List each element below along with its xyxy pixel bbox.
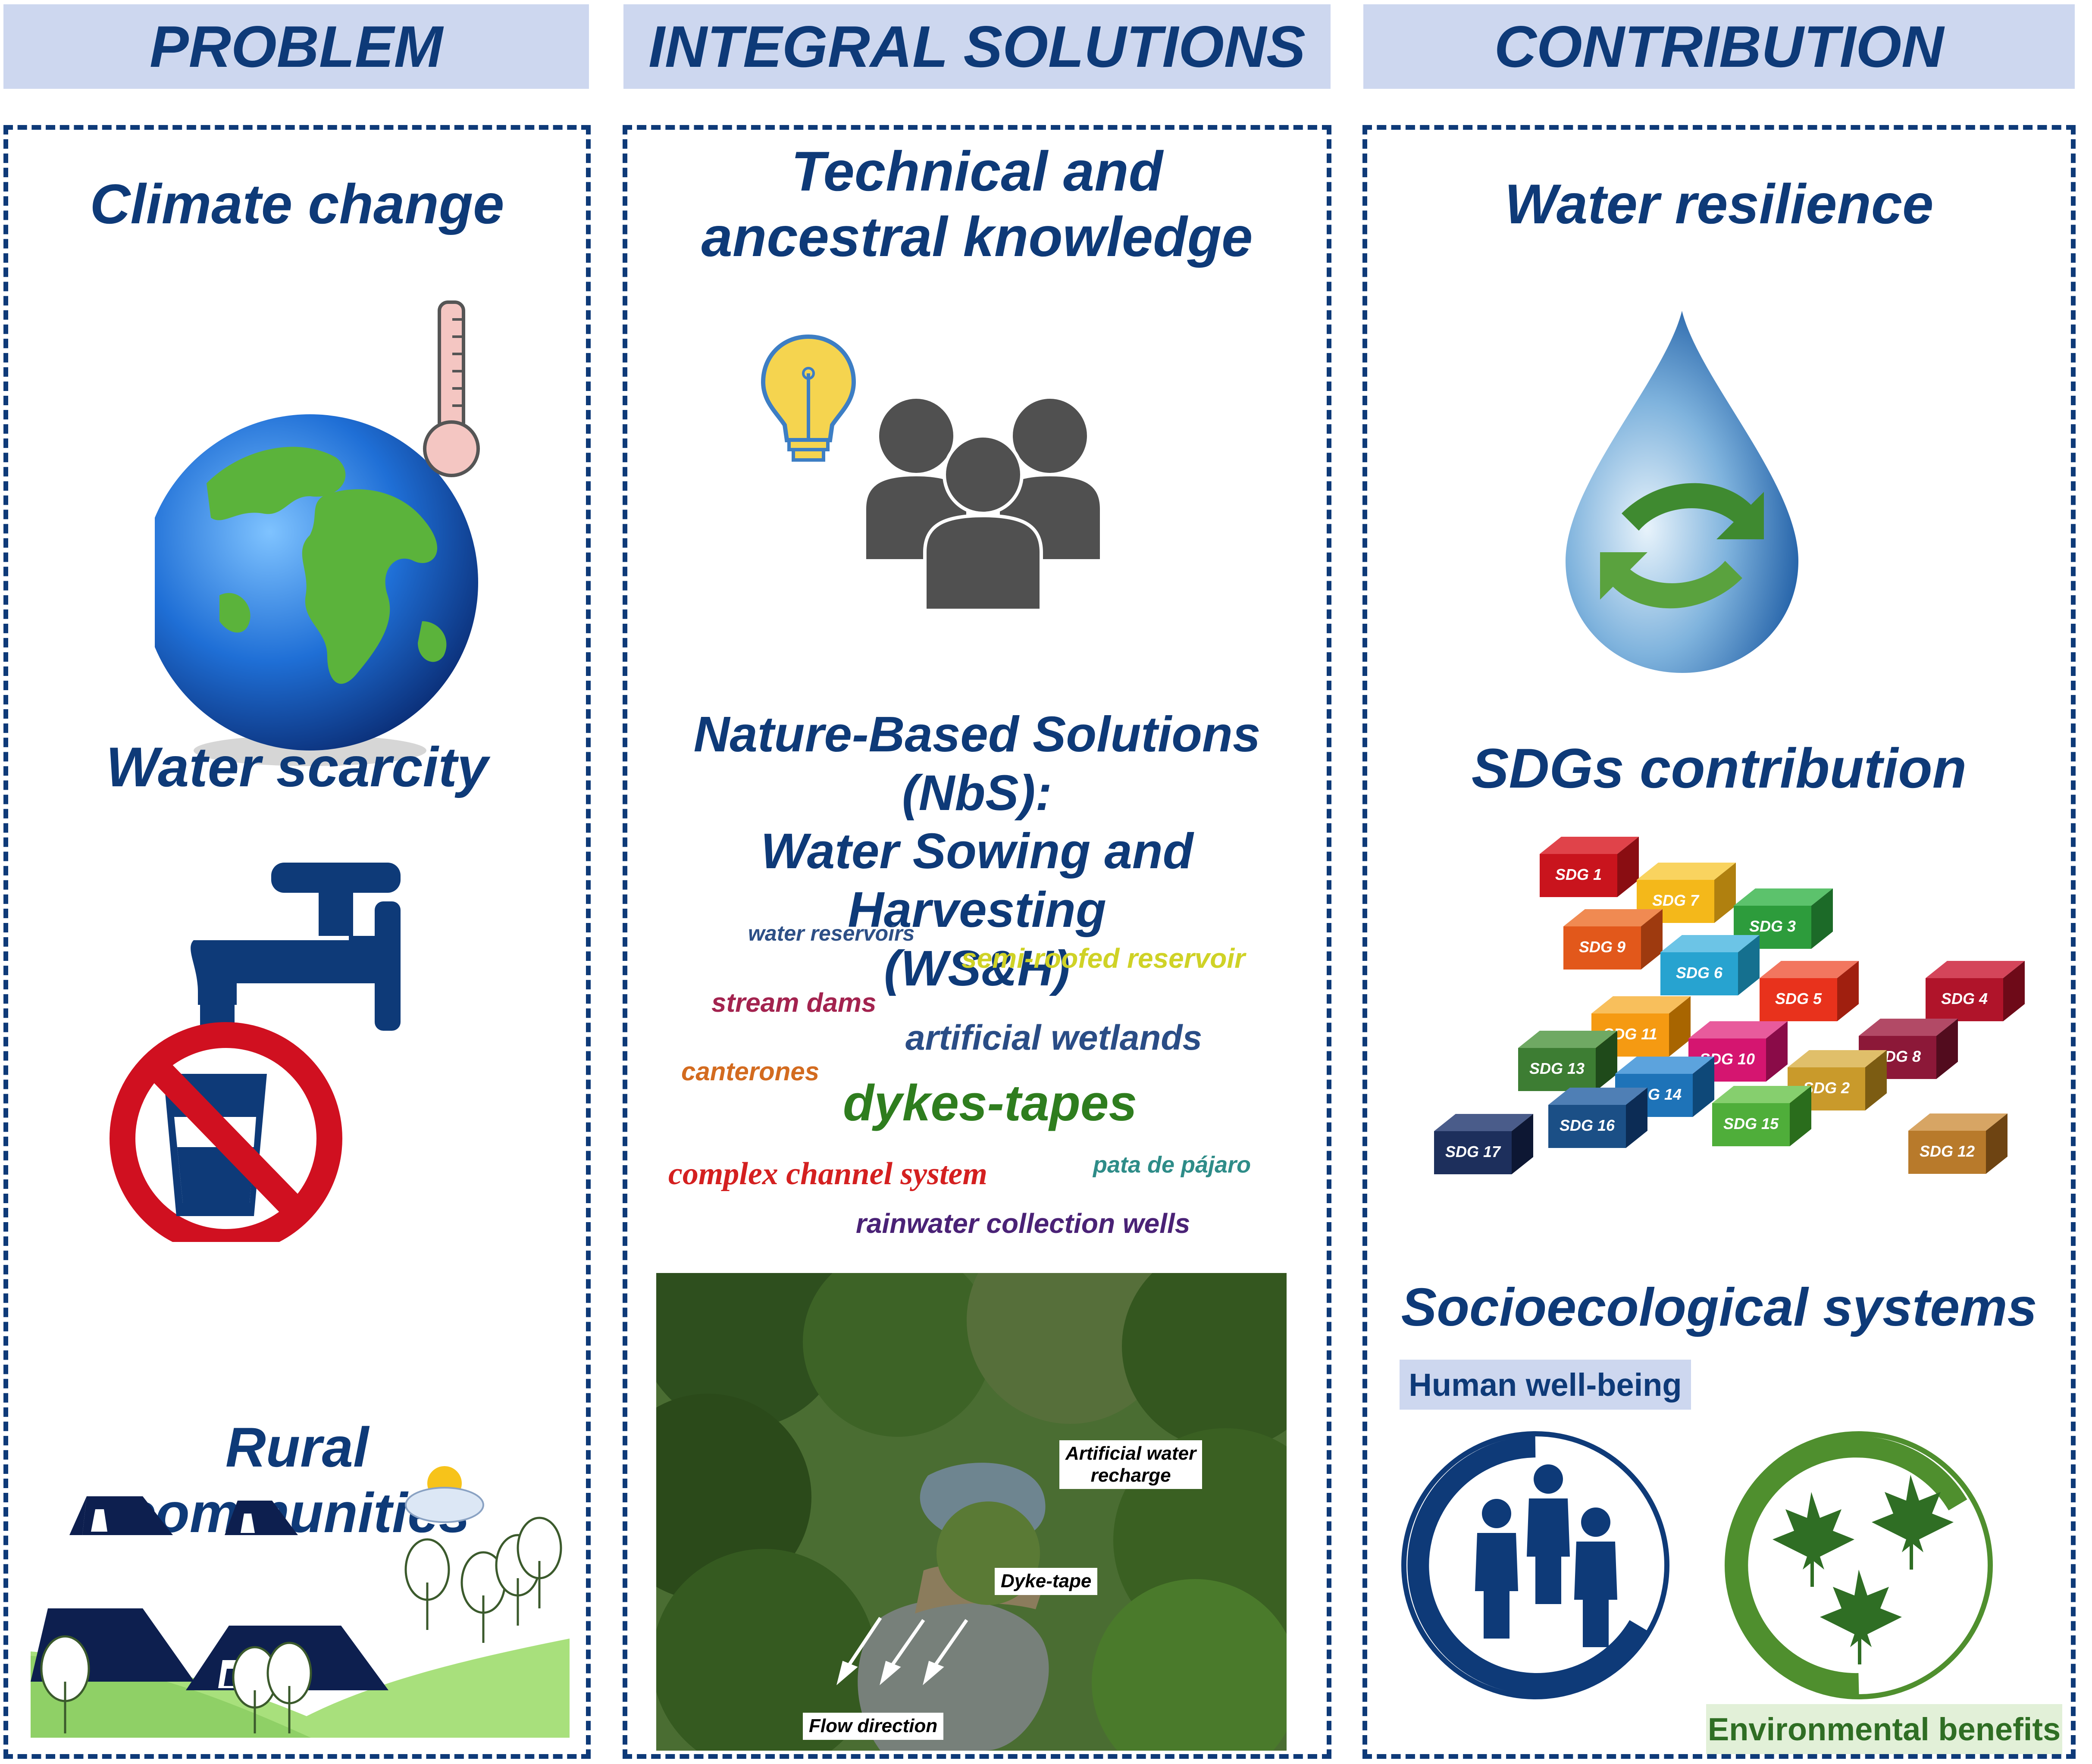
sdg-label-17: SDG 17 <box>1445 1143 1501 1160</box>
no-water-tap-icon <box>110 863 401 1242</box>
wordcloud-complex-channel-system: complex channel system <box>668 1156 987 1192</box>
people-group-icon <box>864 395 1103 612</box>
sdg-block-13: SDG 13 <box>1518 1031 1630 1098</box>
rural-landscape-illustration <box>31 1466 570 1738</box>
wordcloud-canterones: canterones <box>681 1057 820 1086</box>
sdg-label-1: SDG 1 <box>1555 866 1602 883</box>
sdg-label-15: SDG 15 <box>1723 1115 1779 1132</box>
sdg-block-3: SDG 3 <box>1734 888 1846 955</box>
solutions-panel: Technical and ancestral knowledge Nature… <box>623 125 1331 1759</box>
wordcloud-rainwater-collection-wells: rainwater collection wells <box>856 1208 1190 1239</box>
header-problem: PROBLEM <box>3 4 589 89</box>
recharge-line-2: recharge <box>1090 1464 1171 1486</box>
wordcloud-artificial-wetlands: artificial wetlands <box>905 1018 1203 1057</box>
rural-line-1: Rural <box>225 1416 369 1479</box>
environmental-benefits-icon <box>1725 1431 1993 1699</box>
header-contribution: CONTRIBUTION <box>1363 4 2075 89</box>
water-drop-recycle-icon <box>1566 311 1798 673</box>
sdg-label-4: SDG 4 <box>1941 990 1988 1007</box>
sdg-label-13: SDG 13 <box>1529 1060 1585 1077</box>
sdg-block-17: SDG 17 <box>1434 1114 1546 1181</box>
environmental-benefits-label: Environmental benefits <box>1706 1704 2062 1754</box>
wordcloud-dykes-tapes: dykes-tapes <box>843 1075 1137 1132</box>
water-scarcity-title: Water scarcity <box>106 735 489 798</box>
recharge-line-1: Artificial water <box>1065 1443 1196 1464</box>
nbs-title: Nature-Based Solutions (NbS): Water Sowi… <box>627 705 1327 998</box>
knowledge-line-2: ancestral knowledge <box>701 205 1253 269</box>
socioecological-systems-title: Socioecological systems <box>1401 1278 2037 1337</box>
problem-panel: Climate change Water scarcity <box>3 125 591 1759</box>
nbs-line-1: Nature-Based Solutions (NbS): <box>693 706 1261 821</box>
sdg-label-12: SDG 12 <box>1920 1142 1975 1160</box>
sdg-block-1: SDG 1 <box>1540 837 1652 904</box>
water-resilience-title: Water resilience <box>1504 172 1934 235</box>
wordcloud-semi-roofed-reservoir: semi-roofed reservoir <box>961 943 1246 974</box>
label-flow-direction: Flow direction <box>803 1713 944 1740</box>
aerial-photo-scene <box>656 1273 1287 1751</box>
sdg-block-5: SDG 5 <box>1760 961 1872 1028</box>
sdg-label-16: SDG 16 <box>1560 1117 1615 1134</box>
sdg-label-9: SDG 9 <box>1579 938 1625 956</box>
sdg-block-12: SDG 12 <box>1908 1113 2020 1180</box>
contribution-panel: Water resilience SDGs contribution SDG 1… <box>1362 125 2076 1759</box>
sdg-label-3: SDG 3 <box>1749 917 1796 935</box>
aerial-photo: Artificial water recharge Dyke-tape Flow… <box>656 1273 1287 1751</box>
nbs-line-3: (WS&H) <box>884 940 1070 996</box>
sdg-block-16: SDG 16 <box>1548 1088 1660 1154</box>
wordcloud-water-reservoirs: water reservoirs <box>748 921 915 945</box>
human-wellbeing-icon <box>1401 1431 1669 1699</box>
sdg-block-4: SDG 4 <box>1926 961 2038 1028</box>
sdg-block-6: SDG 6 <box>1660 935 1773 1002</box>
sdg-label-7: SDG 7 <box>1652 891 1700 909</box>
sdg-block-15: SDG 15 <box>1712 1086 1824 1153</box>
label-artificial-water-recharge: Artificial water recharge <box>1059 1440 1203 1489</box>
climate-change-title: Climate change <box>90 172 504 235</box>
nbs-line-2: Water Sowing and Harvesting <box>761 823 1193 938</box>
globe-thermometer-icon <box>155 300 480 766</box>
flow-arrows <box>836 1617 968 1686</box>
wordcloud-stream-dams: stream dams <box>711 988 877 1018</box>
label-dyke-tape: Dyke-tape <box>995 1568 1098 1595</box>
header-integral-solutions: INTEGRAL SOLUTIONS <box>623 4 1331 89</box>
knowledge-title: Technical and ancestral knowledge <box>627 138 1327 269</box>
sdg-label-5: SDG 5 <box>1775 990 1822 1007</box>
lightbulb-icon <box>761 334 856 462</box>
human-well-being-label: Human well-being <box>1400 1360 1691 1410</box>
sdgs-contribution-title: SDGs contribution <box>1471 737 1967 800</box>
knowledge-line-1: Technical and <box>791 140 1163 203</box>
wordcloud-pata-de-pajaro: pata de pájaro <box>1093 1152 1251 1178</box>
sdg-block-9: SDG 9 <box>1563 909 1675 976</box>
sdg-label-6: SDG 6 <box>1676 964 1723 982</box>
